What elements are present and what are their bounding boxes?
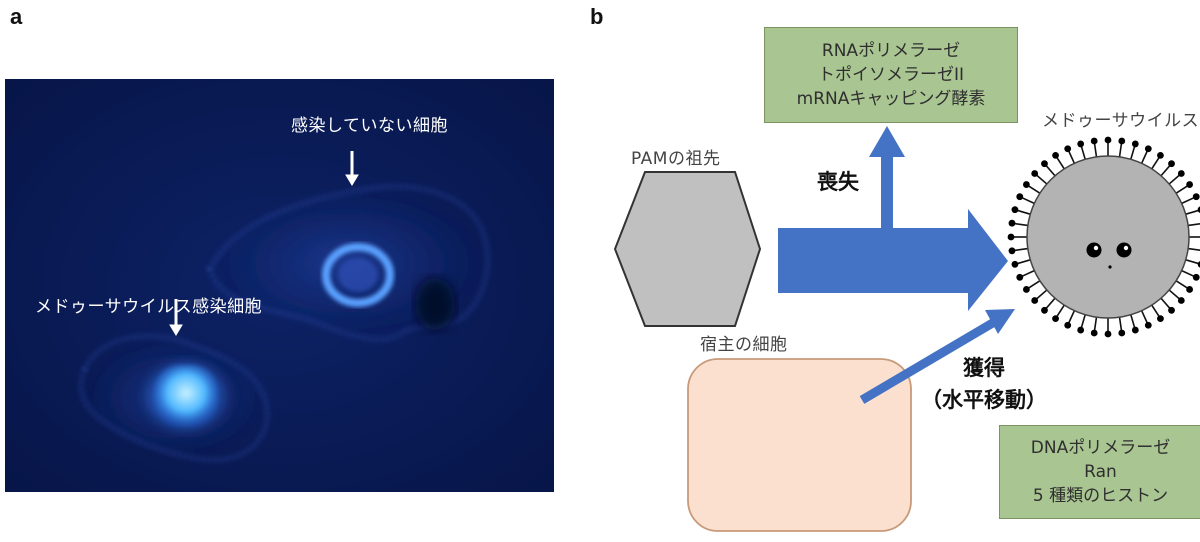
virus-spike-tip (1131, 140, 1139, 148)
virus-spike-tip (1157, 151, 1164, 159)
virus-spike-tip (1022, 181, 1030, 188)
virus-label: メドゥーサウイルス (1042, 111, 1200, 131)
virus-spike-tip (1177, 170, 1185, 177)
virus-spike-tip (1131, 326, 1139, 334)
lost-gene-2: トポイソメラーゼII (817, 65, 965, 85)
main-arrow (778, 209, 1008, 311)
virus-spike-tip (1011, 260, 1019, 268)
virus-spike (1188, 247, 1200, 252)
virus-spike-tip (1031, 170, 1039, 177)
virus-spike (1188, 222, 1200, 227)
acquired-gene-1: DNAポリメラーゼ (1030, 438, 1171, 458)
panel-a-label: a (10, 4, 23, 29)
virus-spike-tip (1022, 286, 1030, 293)
gain-sublabel: （水平移動） (921, 388, 1047, 412)
lost-gene-1: RNAポリメラーゼ (821, 41, 961, 61)
virus-spike-tip (1008, 219, 1016, 227)
virus-spike-tip (1052, 151, 1059, 159)
uninfected-arrow (345, 151, 359, 186)
virus-spike-tip (1118, 329, 1126, 337)
acquired-genes-box: DNAポリメラーゼ Ran 5 種類のヒストン (999, 425, 1200, 519)
infected-cell-label: メドゥーサウイルス感染細胞 (35, 297, 263, 317)
host-cell-label: 宿主の細胞 (700, 335, 788, 355)
virus-spike-tip (1064, 321, 1072, 329)
virus-spike-tip (1016, 193, 1024, 201)
virus-spike-tip (1186, 286, 1194, 293)
virus-spike-tip (1008, 247, 1016, 255)
virus-spike-tip (1192, 193, 1200, 201)
virus-spike-tip (1118, 137, 1126, 145)
uninfected-cell (206, 183, 491, 343)
virus-spike-tip (1007, 233, 1015, 241)
host-cell-shape (687, 358, 912, 532)
acquired-gene-2: Ran (1084, 462, 1117, 482)
virus-spike-tip (1144, 321, 1152, 329)
ancestor-hexagon (613, 171, 762, 327)
virus-spike-tip (1186, 181, 1194, 188)
virus-face (1086, 242, 1132, 269)
infected-cell (77, 333, 271, 463)
uninfected-cell-label: 感染していない細胞 (291, 116, 448, 136)
virus-spike-tip (1077, 326, 1085, 334)
virus-spike-tip (1077, 140, 1085, 148)
loss-arrow (869, 126, 905, 230)
gain-arrow (859, 309, 1015, 404)
virus-spike-tip (1041, 306, 1048, 314)
virus-spike-tip (1041, 160, 1048, 168)
gain-label: 獲得 (963, 356, 1005, 380)
evolution-diagram (613, 126, 1200, 532)
virus-spike-tip (1064, 145, 1072, 153)
panel-b-label: b (590, 4, 604, 29)
acquired-gene-3: 5 種類のヒストン (1032, 486, 1169, 506)
lost-gene-3: mRNAキャッピング酵素 (796, 89, 986, 109)
virus-spike-tip (1197, 261, 1200, 268)
virus-spike-tip (1168, 160, 1175, 168)
microscopy-image: 感染していない細胞 メドゥーサウイルス感染細胞 (5, 79, 554, 492)
virus-spike-tip (1104, 136, 1112, 144)
microscopy-graphic (5, 79, 554, 492)
virus-spike-tip (1168, 306, 1175, 314)
virus-spike-tip (1052, 315, 1059, 323)
virus-spikes (1007, 136, 1200, 338)
ancestor-label: PAMの祖先 (631, 149, 721, 169)
virus-spike-tip (1016, 273, 1024, 281)
virus-spike-tip (1090, 137, 1098, 145)
infected-arrow (169, 299, 183, 336)
virus-spike-tip (1192, 273, 1200, 281)
virus-spike-tip (1144, 145, 1152, 153)
lost-genes-box: RNAポリメラーゼ トポイソメラーゼII mRNAキャッピング酵素 (764, 27, 1018, 123)
virus-spike-tip (1177, 297, 1185, 304)
loss-label: 喪失 (817, 170, 859, 194)
virus-spike-tip (1157, 315, 1164, 323)
virus-spike-tip (1104, 330, 1112, 338)
virus-capsid (1026, 155, 1190, 319)
virus-spike-tip (1197, 206, 1200, 213)
virus-spike-tip (1011, 206, 1019, 214)
virus-spike-tip (1031, 297, 1039, 304)
virus-spike-tip (1090, 329, 1098, 337)
